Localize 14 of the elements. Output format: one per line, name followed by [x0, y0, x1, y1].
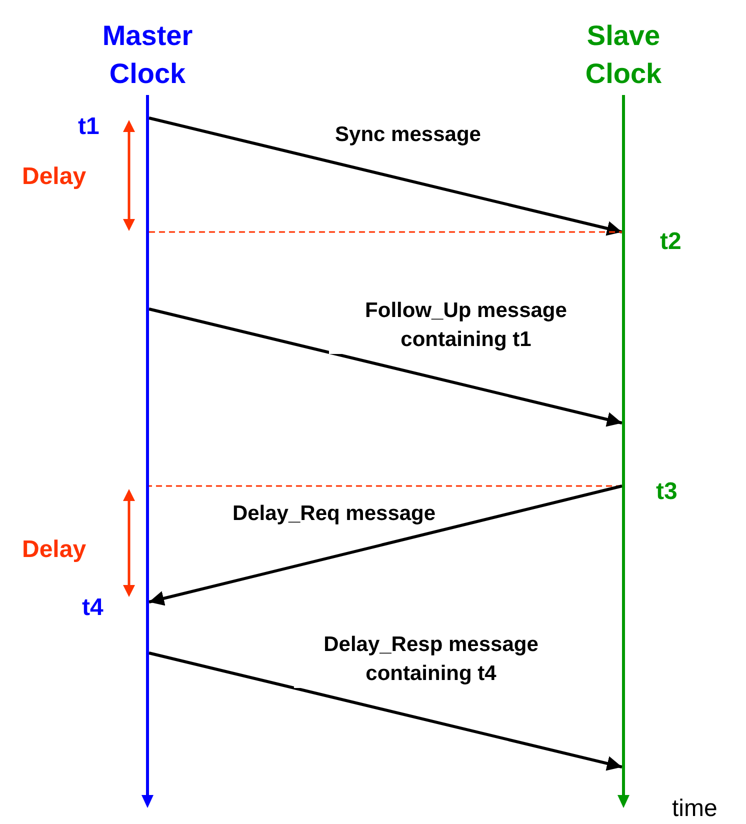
axis-label: time	[672, 795, 718, 823]
delay-label: Delay	[22, 536, 86, 564]
time-label: t3	[656, 478, 678, 506]
message-arrow	[148, 652, 622, 771]
lifeline-heading: Master Clock	[101, 19, 194, 91]
time-label: t1	[78, 113, 100, 141]
message-arrow	[148, 484, 622, 606]
dashed-line	[149, 231, 622, 233]
message-arrow	[148, 308, 622, 427]
message-arrow	[148, 116, 622, 236]
time-label: t2	[660, 228, 682, 256]
lifeline-heading: Slave Clock	[584, 19, 663, 91]
delay-label: Delay	[22, 163, 86, 191]
time-label: t4	[82, 594, 104, 622]
